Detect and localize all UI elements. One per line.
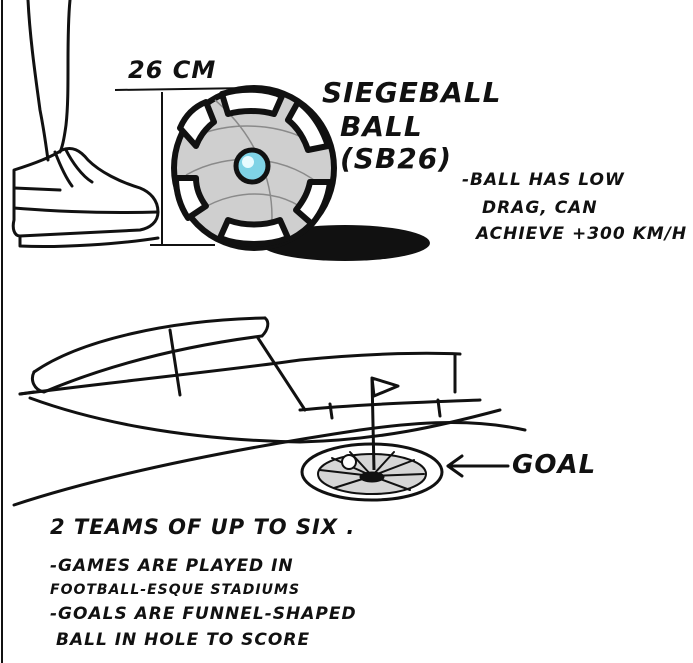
ball-title-line3: (SB26): [340, 142, 453, 175]
bullet2-line2: BALL IN HOLE TO SCORE: [56, 630, 311, 650]
ball-title-line2: BALL: [340, 110, 423, 143]
teams-line: 2 TEAMS OF UP TO SIX .: [50, 515, 356, 539]
ball-note-line2: DRAG, CAN: [482, 198, 598, 218]
ball-note-line3: ACHIEVE +300 km/h: [476, 224, 688, 244]
flag-icon: [370, 376, 400, 471]
ball-dimension-label: 26 cm: [128, 56, 217, 84]
dimension-lines: [114, 87, 251, 246]
goal-label: GOAL: [512, 450, 597, 480]
goal-funnel-illustration: [300, 442, 444, 502]
bullet1-line2: FOOTBALL-ESQUE STADIUMS: [50, 582, 301, 598]
ball-illustration: [171, 85, 337, 251]
ball-title-line1: SIEGEBALL: [322, 76, 502, 109]
arrow-left-icon: [446, 454, 510, 478]
bullet2-line1: -GOALS ARE FUNNEL-SHAPED: [50, 604, 357, 624]
shoe-illustration: [11, 0, 160, 249]
bullet1-line1: -GAMES ARE PLAYED IN: [50, 556, 294, 576]
ball-note-line1: -BALL HAS LOW: [462, 170, 625, 190]
stadium-illustration: [12, 316, 527, 507]
